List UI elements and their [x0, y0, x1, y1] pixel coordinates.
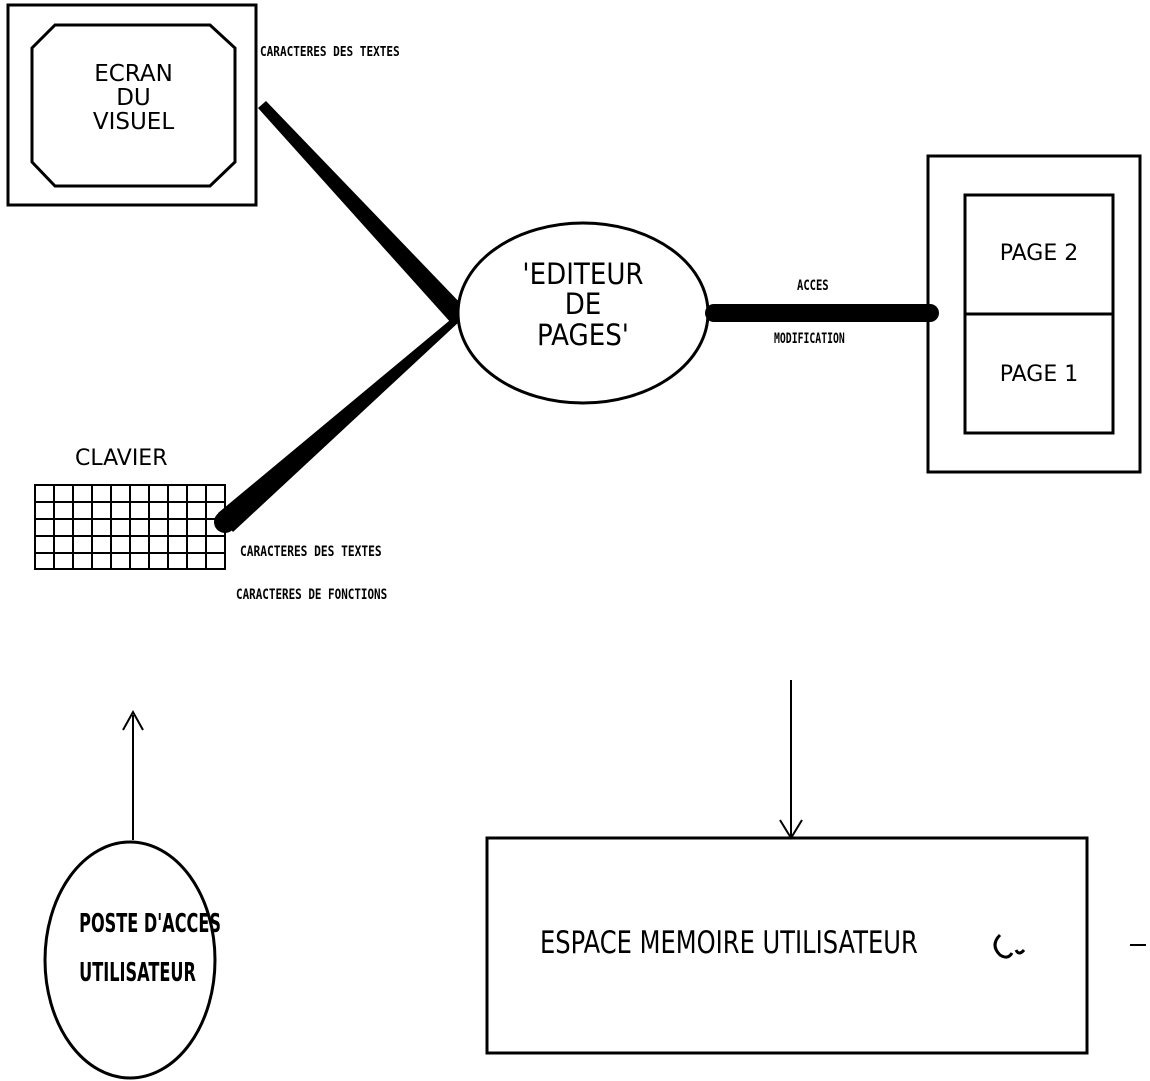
memory-label: ESPACE MEMOIRE UTILISATEUR [540, 925, 918, 961]
keyboard-link-label-texts: CARACTERES DES TEXTES [240, 544, 382, 560]
keyboard-link-label-functions: CARACTERES DE FONCTIONS [236, 587, 388, 603]
keyboard-to-editor-link [218, 316, 460, 532]
screen-to-editor-link [258, 101, 465, 324]
screen-label-line-1: ECRAN [94, 61, 173, 87]
editor-label-line-1: 'EDITEUR [522, 257, 644, 291]
screen-outer-frame [6, 3, 258, 207]
user-post-label: POSTE D'ACCES UTILISATEUR [79, 900, 221, 999]
user-post-arrowhead [122, 709, 144, 731]
screen-label-line-2: DU [116, 85, 151, 112]
memory-trailing-mark [993, 933, 1026, 959]
screen-inner-octagon [30, 23, 237, 188]
page-1-label: PAGE 1 [999, 362, 1079, 387]
user-post-label-line-2: UTILISATEUR [79, 958, 196, 989]
page-link-label-access: ACCES [797, 278, 829, 294]
memory-box [485, 836, 1089, 1055]
page-2-label: PAGE 2 [999, 241, 1079, 266]
keyboard-grid [34, 484, 226, 570]
user-post-ellipse [43, 840, 217, 1080]
screen-label-line-3: VISUEL [92, 109, 175, 136]
pages-outer-frame [926, 154, 1142, 474]
keyboard-title: CLAVIER [75, 446, 168, 471]
editor-label-line-2: DE [564, 287, 602, 322]
editor-label-line-3: PAGES' [537, 317, 629, 352]
screen-label: ECRAN DU VISUEL [32, 61, 235, 136]
user-post-label-line-1: POSTE D'ACCES [79, 909, 221, 939]
editor-label: 'EDITEUR DE PAGES' [481, 257, 684, 352]
screen-link-label: CARACTERES DES TEXTES [260, 45, 400, 60]
page-link-label-modification: MODIFICATION [774, 331, 845, 347]
